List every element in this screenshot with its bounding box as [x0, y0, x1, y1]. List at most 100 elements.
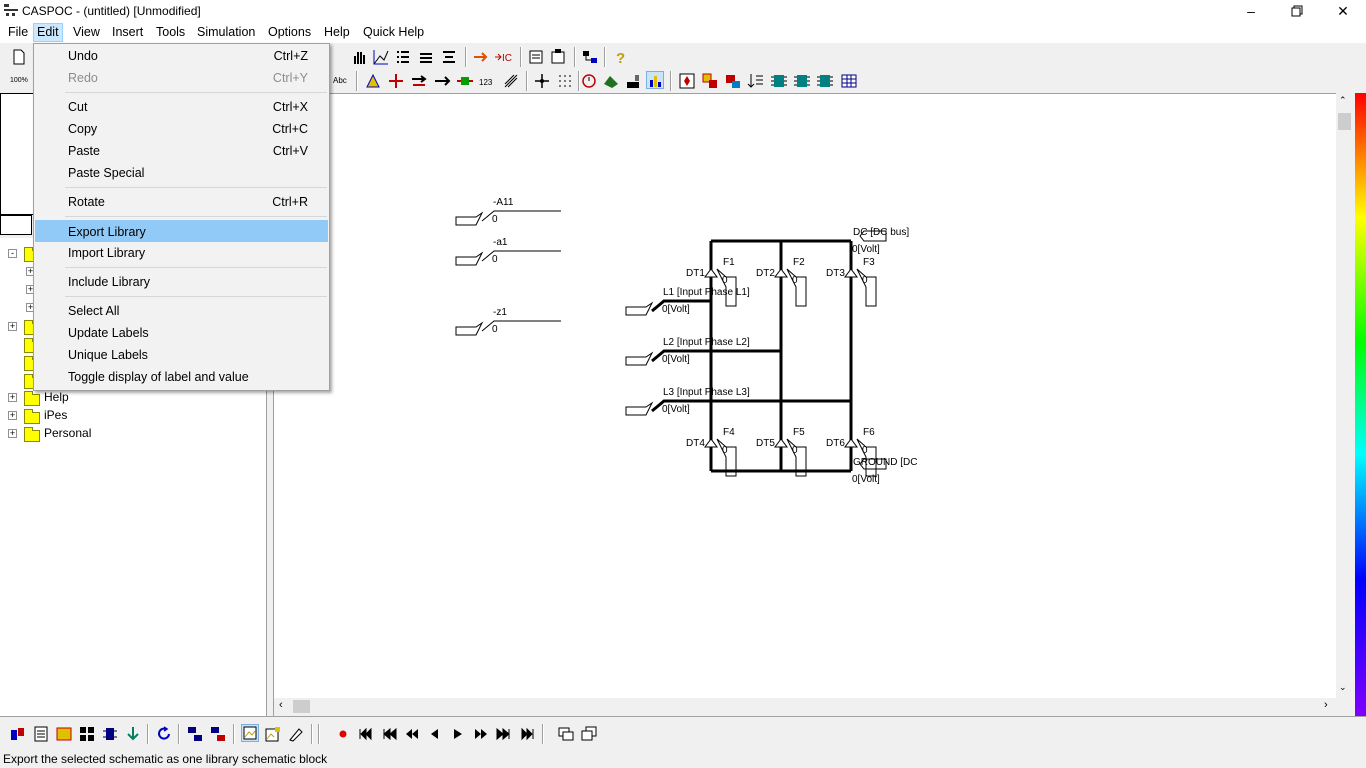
component-lib-icon[interactable] — [9, 725, 27, 743]
tree-expand-icon[interactable]: + — [8, 392, 17, 402]
zoom-level[interactable]: 100% — [10, 77, 28, 84]
panel-splitter[interactable] — [266, 93, 274, 716]
restore-icon[interactable] — [1274, 0, 1320, 22]
document-icon[interactable] — [32, 725, 50, 743]
rewind-icon[interactable] — [403, 725, 421, 743]
tree-expand-icon[interactable]: + — [8, 410, 17, 420]
record-icon[interactable] — [334, 725, 352, 743]
vertical-scrollbar[interactable]: ⌃ ⌄ — [1336, 93, 1353, 698]
library-icon[interactable] — [701, 72, 719, 90]
tree-item-help[interactable]: Help — [44, 390, 69, 404]
align-tool-icon[interactable] — [440, 48, 458, 66]
vertical-scroll-thumb[interactable] — [1338, 113, 1351, 130]
menu-item-update-labels[interactable]: Update Labels — [35, 322, 328, 344]
list-tool-icon[interactable] — [394, 48, 412, 66]
menu-item-export-library[interactable]: Export Library — [35, 220, 328, 242]
menu-item-paste-special[interactable]: Paste Special — [35, 162, 328, 184]
properties-icon[interactable] — [527, 48, 545, 66]
menu-item-unique-labels[interactable]: Unique Labels — [35, 344, 328, 366]
timer-icon[interactable] — [580, 72, 598, 90]
node-tool-icon[interactable] — [387, 72, 405, 90]
menu-simulation[interactable]: Simulation — [197, 25, 256, 39]
chip-icon-2[interactable] — [793, 72, 811, 90]
network-link-icon[interactable] — [186, 725, 204, 743]
menu-tools[interactable]: Tools — [156, 25, 186, 39]
grid-layout-icon[interactable] — [78, 725, 96, 743]
window-cascade-icon[interactable] — [580, 725, 598, 743]
wire-left-icon[interactable] — [433, 72, 451, 90]
thermal-icon[interactable] — [602, 72, 620, 90]
play-icon[interactable] — [449, 725, 467, 743]
fast-forward-icon[interactable] — [495, 725, 513, 743]
numbers-icon[interactable] — [55, 725, 73, 743]
component-tool-icon[interactable] — [364, 72, 382, 90]
minimize-icon[interactable]: – — [1247, 3, 1255, 19]
step-back-icon[interactable] — [426, 725, 444, 743]
schematic-canvas[interactable]: -A11 0 -a1 0 -z1 0 L1 [Input Phase L1] 0… — [274, 93, 1336, 698]
help-question-icon[interactable]: ? — [611, 48, 629, 67]
junction-icon[interactable] — [533, 72, 551, 90]
block-tool-icon[interactable] — [456, 72, 474, 90]
horizontal-scrollbar[interactable]: ‹ › — [274, 698, 1336, 715]
chip-icon[interactable] — [101, 725, 119, 743]
sort-icon[interactable] — [747, 72, 765, 90]
export-icon[interactable] — [549, 48, 567, 66]
menu-item-include-library[interactable]: Include Library — [35, 271, 328, 293]
chip-icon-1[interactable] — [770, 72, 788, 90]
tree-item-ipes[interactable]: iPes — [44, 408, 68, 422]
window-tile-icon[interactable] — [557, 725, 575, 743]
menu-file[interactable]: File — [8, 25, 29, 39]
probe-tool-icon[interactable] — [502, 72, 520, 90]
network-config-icon[interactable] — [209, 725, 227, 743]
wire-right-icon[interactable] — [410, 72, 428, 90]
menu-quick-help[interactable]: Quick Help — [363, 25, 425, 39]
caspoc-app-icon[interactable] — [3, 3, 19, 17]
fast-rewind-icon[interactable] — [380, 725, 398, 743]
scroll-down-icon[interactable]: ⌄ — [1339, 682, 1347, 692]
skip-first-icon[interactable] — [357, 725, 375, 743]
new-file-icon[interactable] — [10, 48, 28, 66]
tree-expand-icon[interactable]: + — [8, 428, 17, 438]
image-edit-icon[interactable] — [264, 725, 282, 743]
download-arrow-icon[interactable] — [124, 725, 142, 743]
layers-tool-icon[interactable] — [417, 48, 435, 66]
connect-right-icon[interactable] — [472, 48, 490, 66]
close-icon[interactable]: ✕ — [1337, 3, 1349, 19]
scope-tool-icon[interactable] — [372, 48, 390, 66]
skip-last-icon[interactable] — [518, 725, 536, 743]
chip-icon-3[interactable] — [816, 72, 834, 90]
menu-item-import-library[interactable]: Import Library — [35, 242, 328, 264]
menu-edit[interactable]: Edit — [33, 23, 63, 42]
network-icon[interactable] — [581, 48, 599, 66]
text-tool-icon[interactable]: Abc — [333, 76, 347, 85]
zoom-fit-icon[interactable] — [678, 72, 696, 90]
scroll-left-icon[interactable]: ‹ — [279, 699, 283, 711]
brush-icon[interactable] — [287, 725, 305, 743]
menu-item-select-all[interactable]: Select All — [35, 300, 328, 322]
bar-graph-icon[interactable] — [646, 71, 664, 89]
hand-tool-icon[interactable] — [350, 48, 368, 66]
grid-icon[interactable] — [556, 72, 574, 90]
image-view-icon[interactable] — [241, 724, 259, 742]
scroll-right-icon[interactable]: › — [1324, 699, 1328, 711]
tree-item-personal[interactable]: Personal — [44, 426, 92, 440]
meter-icon[interactable] — [624, 72, 642, 90]
tree-expand-icon[interactable]: - — [8, 249, 17, 258]
table-icon[interactable] — [840, 72, 858, 90]
menu-item-toggle-label-value[interactable]: Toggle display of label and value — [35, 366, 328, 388]
scroll-up-icon[interactable]: ⌃ — [1339, 95, 1347, 105]
menu-help[interactable]: Help — [324, 25, 350, 39]
subcircuit-icon[interactable] — [724, 72, 742, 90]
forward-icon[interactable] — [472, 725, 490, 743]
tree-expand-icon[interactable]: + — [8, 321, 17, 331]
menu-options[interactable]: Options — [268, 25, 312, 39]
horizontal-scroll-thumb[interactable] — [293, 700, 310, 713]
counter-tool-icon[interactable]: 123 — [479, 78, 493, 87]
menu-insert[interactable]: Insert — [112, 25, 144, 39]
ic-tool-icon[interactable]: IC — [494, 48, 512, 66]
